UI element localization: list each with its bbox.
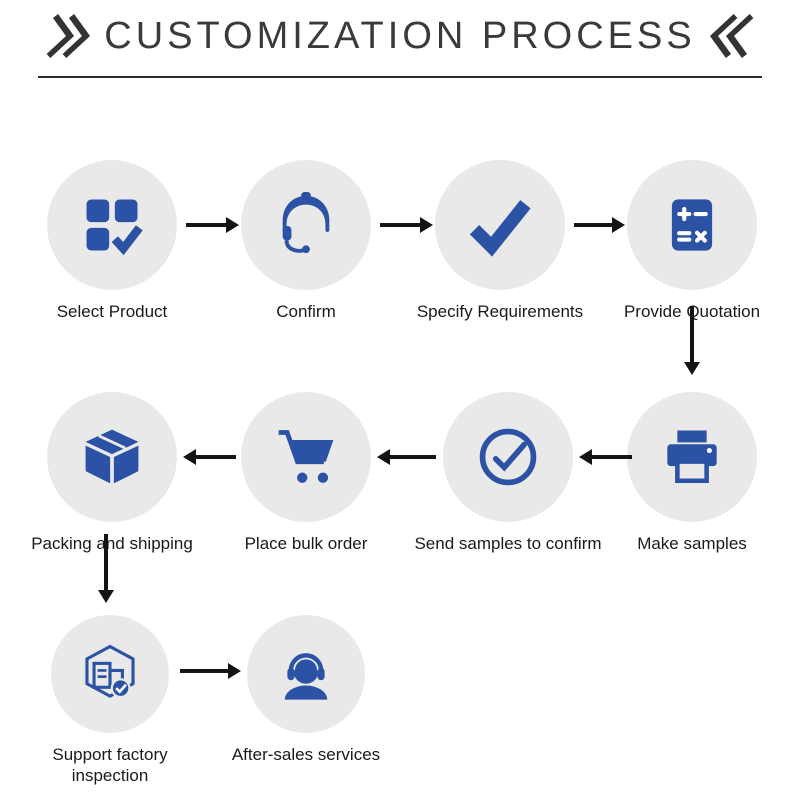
step-label: Support factory inspection (52, 745, 168, 786)
step-label: Send samples to confirm (414, 534, 602, 553)
printer-icon (667, 430, 717, 484)
package-box-icon (85, 429, 139, 484)
step-circle (443, 392, 573, 522)
arrow-right-1 (186, 223, 226, 227)
customer-service-icon (282, 191, 330, 254)
step-factory-inspection: Support factory inspection (10, 615, 210, 787)
step-place-bulk-order: Place bulk order (206, 392, 406, 554)
step-label: Place bulk order (244, 534, 368, 553)
arrow-right-2 (380, 223, 420, 227)
step-circle (627, 392, 757, 522)
shopping-cart-icon (278, 430, 334, 483)
checkmark-icon (469, 200, 531, 257)
step-select-product: Select Product (12, 160, 212, 322)
title-underline (38, 76, 762, 78)
calculator-icon (671, 199, 713, 251)
step-circle (47, 392, 177, 522)
arrow-left-1 (592, 455, 632, 459)
step-label: Select Product (56, 302, 168, 321)
headset-support-icon (284, 651, 328, 700)
double-chevron-left-icon (709, 13, 754, 59)
arrow-right-4 (180, 669, 228, 673)
double-chevron-right-icon (46, 13, 91, 59)
step-circle (241, 392, 371, 522)
step-confirm: Confirm (206, 160, 406, 322)
check-circle-icon (479, 428, 537, 486)
arrow-left-2 (390, 455, 436, 459)
step-packing-shipping: Packing and shipping (12, 392, 212, 554)
factory-inspection-icon (85, 644, 135, 699)
step-label: Make samples (637, 534, 747, 553)
step-label: Specify Requirements (416, 302, 584, 321)
arrow-left-3 (196, 455, 236, 459)
step-circle (435, 160, 565, 290)
page-title-row: CUSTOMIZATION PROCESS (0, 12, 800, 60)
step-label: Packing and shipping (31, 534, 193, 553)
product-grid-check-icon (86, 199, 143, 256)
page-title: CUSTOMIZATION PROCESS (104, 14, 696, 57)
step-send-samples: Send samples to confirm (408, 392, 608, 554)
step-make-samples: Make samples (592, 392, 792, 554)
step-circle (51, 615, 169, 733)
step-circle (627, 160, 757, 290)
arrow-right-3 (574, 223, 612, 227)
step-circle (247, 615, 365, 733)
step-after-sales: After-sales services (206, 615, 406, 765)
step-specify-requirements: Specify Requirements (400, 160, 600, 322)
step-circle (241, 160, 371, 290)
step-label: Confirm (276, 302, 336, 321)
step-circle (47, 160, 177, 290)
arrow-down-1 (690, 306, 694, 362)
arrow-down-2 (104, 534, 108, 590)
step-label: After-sales services (231, 745, 381, 764)
step-provide-quotation: Provide Quotation (592, 160, 792, 322)
